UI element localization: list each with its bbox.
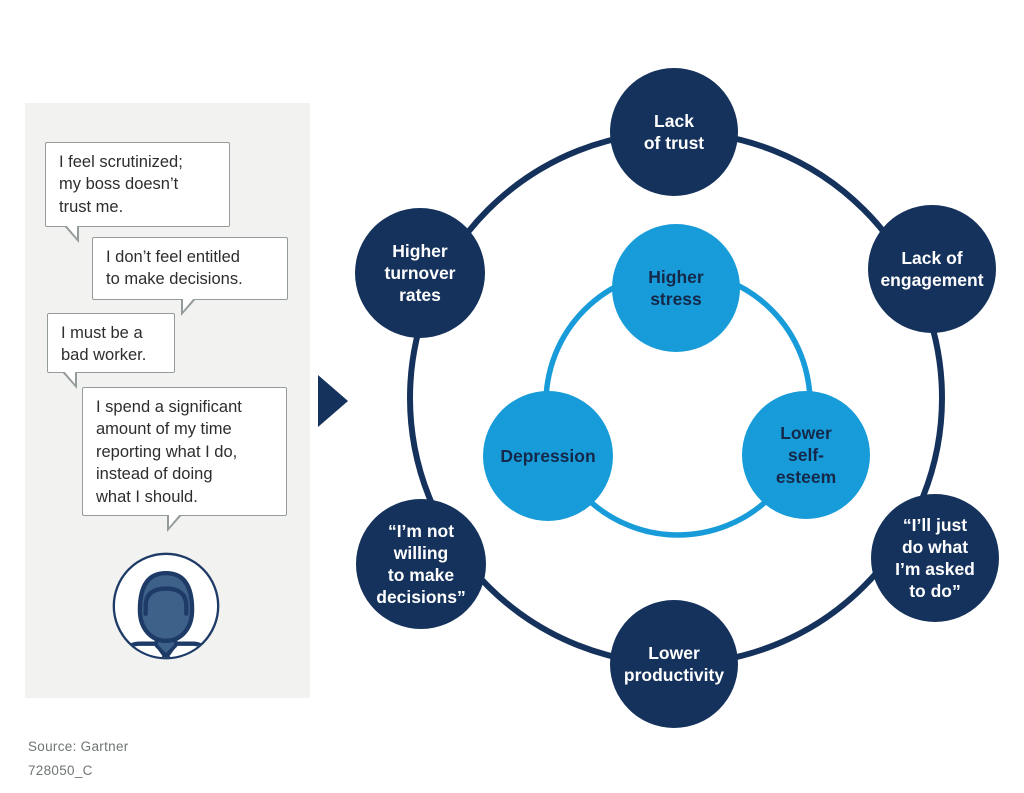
speech-bubble: I must be a bad worker. [47, 313, 175, 389]
figure-code: 728050_C [28, 763, 93, 778]
speech-bubble: I spend a significant amount of my time … [82, 387, 287, 532]
source-text: Source: Gartner [28, 739, 129, 754]
speech-bubble: I feel scrutinized; my boss doesn’t trus… [45, 142, 230, 243]
node-higher-stress: Higher stress [612, 224, 740, 352]
node-im-not-willing-to-make-decisions: “I’m not willing to make decisions” [356, 499, 486, 629]
node-lack-of-engagement: Lack of engagement [868, 205, 996, 333]
speech-bubble: I don’t feel entitled to make decisions. [92, 237, 288, 316]
flow-arrow-right-icon [318, 375, 348, 427]
employee-avatar-icon [112, 552, 220, 660]
node-lower-productivity: Lower productivity [610, 600, 738, 728]
node-depression: Depression [483, 391, 613, 521]
node-lack-of-trust: Lack of trust [610, 68, 738, 196]
node-ill-just-do-what-im-asked: “I’ll just do what I’m asked to do” [871, 494, 999, 622]
node-higher-turnover-rates: Higher turnover rates [355, 208, 485, 338]
outer-ring [407, 129, 945, 667]
node-lower-self-esteem: Lower self- esteem [742, 391, 870, 519]
